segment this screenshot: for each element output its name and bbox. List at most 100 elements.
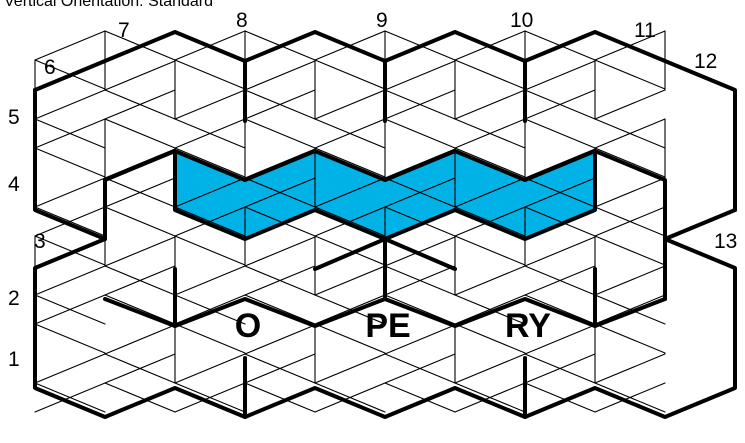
grid-line (314, 147, 386, 178)
grid-line (314, 294, 386, 325)
grid-line (104, 60, 176, 91)
grid-line (314, 177, 386, 208)
grid-line (314, 59, 386, 90)
grid-word-o: O (235, 307, 261, 345)
grid-thin-lines (34, 30, 666, 413)
number-label-1: 1 (8, 348, 20, 371)
grid-line (244, 353, 316, 384)
grid-line (314, 323, 386, 354)
grid-line (244, 60, 316, 91)
grid-thick-borders (33, 30, 737, 419)
grid-line (314, 265, 386, 296)
grid-line (174, 353, 246, 384)
grid-line (384, 353, 456, 384)
grid-word-pe: PE (365, 307, 410, 345)
grid-line (524, 118, 596, 149)
grid-line (454, 177, 526, 208)
grid-line (594, 323, 666, 354)
region-border (33, 30, 737, 212)
grid-line (384, 177, 456, 208)
grid-line (104, 265, 176, 296)
grid-line (104, 324, 176, 355)
grid-line (384, 89, 456, 120)
grid-line (314, 118, 386, 149)
grid-line (34, 177, 106, 208)
grid-line (524, 265, 596, 296)
grid-line (454, 382, 526, 413)
grid-line (174, 59, 246, 90)
grid-line (594, 353, 666, 384)
grid-line (594, 235, 666, 266)
region-border (103, 297, 667, 328)
grid-line (174, 265, 246, 296)
grid-line (594, 206, 666, 237)
grid-line (524, 177, 596, 208)
grid-line (524, 236, 596, 267)
grid-line (594, 265, 666, 296)
header-text: Vertical Orientation: Standard (4, 0, 213, 10)
grid-line (104, 89, 176, 120)
grid-line (174, 294, 246, 325)
grid-line (104, 353, 176, 384)
region-border (33, 88, 737, 419)
grid-line (384, 324, 456, 355)
grid-line (594, 118, 666, 149)
grid-line (104, 294, 176, 325)
grid-line (34, 382, 106, 413)
grid-line (104, 118, 176, 149)
grid-line (314, 89, 386, 120)
number-label-13: 13 (714, 230, 737, 253)
grid-line (34, 147, 106, 178)
grid-line (104, 236, 176, 267)
grid-line (384, 118, 456, 149)
grid-line (174, 235, 246, 266)
grid-line (34, 206, 106, 237)
grid-line (34, 323, 106, 354)
grid-line (454, 265, 526, 296)
grid-line (314, 382, 386, 413)
grid-line (104, 206, 176, 237)
grid-line (34, 294, 106, 325)
grid-line (244, 118, 316, 149)
number-label-5: 5 (8, 106, 20, 129)
number-label-2: 2 (8, 287, 20, 310)
grid-line (594, 89, 666, 120)
grid-line (454, 294, 526, 325)
grid-line (244, 236, 316, 267)
grid-line (524, 60, 596, 91)
number-label-10: 10 (510, 9, 533, 32)
number-label-3: 3 (34, 230, 46, 253)
grid-line (244, 206, 316, 237)
grid-line (174, 382, 246, 413)
grid-line (594, 147, 666, 178)
grid-line (454, 206, 526, 237)
grid-line (454, 353, 526, 384)
grid-line (34, 235, 106, 266)
number-label-11: 11 (634, 19, 656, 42)
grid-line (524, 382, 596, 413)
grid-line (524, 353, 596, 384)
grid-line (524, 294, 596, 325)
grid-line (104, 382, 176, 413)
grid-line (174, 323, 246, 354)
grid-line (244, 177, 316, 208)
grid-line (384, 206, 456, 237)
grid-line (384, 60, 456, 91)
region-border (313, 237, 457, 271)
grid-line (174, 118, 246, 149)
grid-line (314, 206, 386, 237)
grid-line (384, 236, 456, 267)
grid-line (244, 89, 316, 120)
grid-line (594, 382, 666, 413)
grid-line (454, 147, 526, 178)
number-label-6: 6 (44, 56, 56, 79)
number-label-4: 4 (8, 173, 20, 196)
grid-line (384, 265, 456, 296)
grid-line (174, 147, 246, 178)
grid-line (524, 89, 596, 120)
grid-line (244, 294, 316, 325)
grid-line (454, 59, 526, 90)
grid-line (244, 382, 316, 413)
grid-line (524, 324, 596, 355)
